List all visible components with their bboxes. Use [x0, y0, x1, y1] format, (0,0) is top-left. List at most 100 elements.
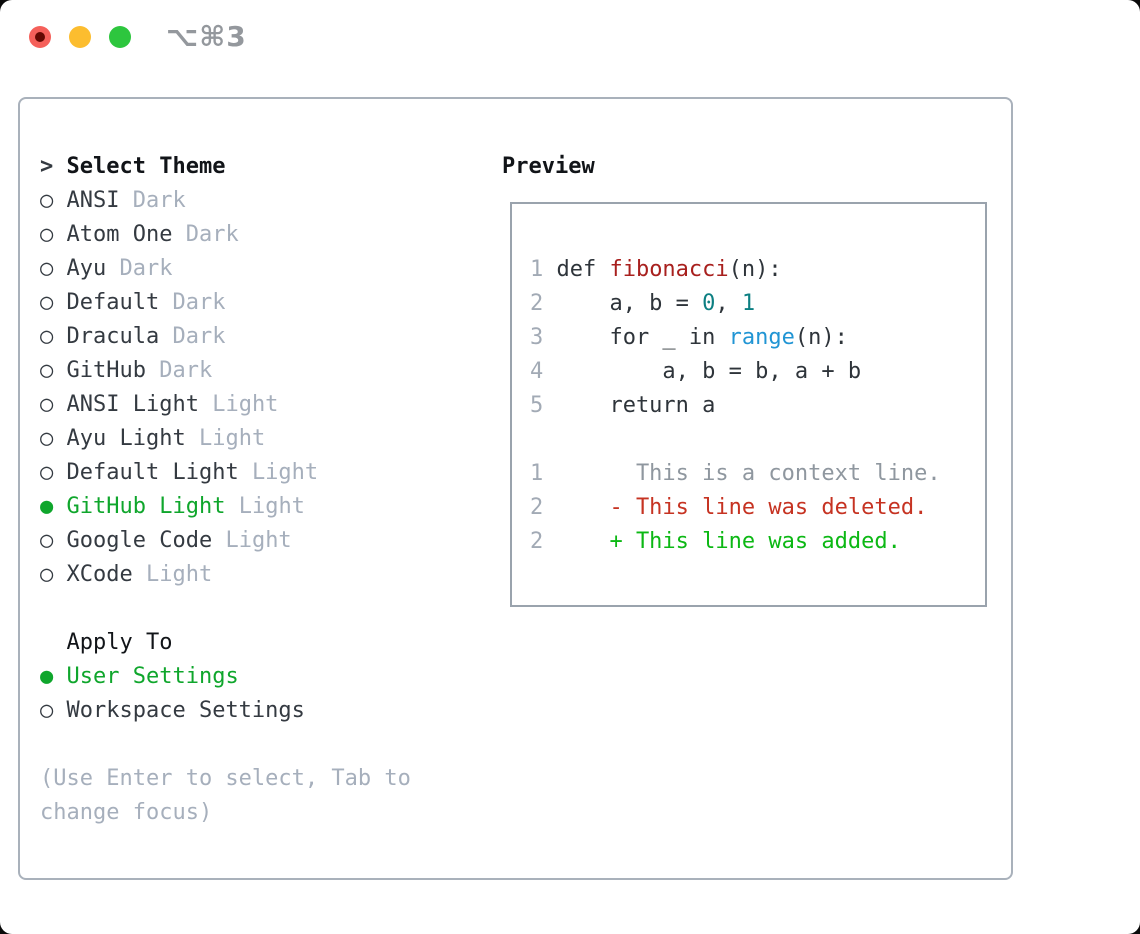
theme-variant-tag: Dark — [172, 290, 226, 315]
code-segment: a, b = — [556, 291, 703, 316]
code-line: 1 def fibonacci(n): — [530, 253, 941, 287]
code-segment: fibonacci — [609, 257, 729, 282]
theme-option-ansi-light[interactable]: ○ ANSI Light Light — [40, 388, 318, 422]
theme-option-github-light[interactable]: ● GitHub Light Light — [40, 490, 318, 524]
close-dot-icon — [35, 32, 45, 42]
code-segment: return a — [556, 393, 716, 418]
theme-variant-tag: Light — [198, 426, 266, 451]
code-line: 1 This is a context line. — [530, 457, 941, 491]
radio-icon: ○ — [40, 698, 54, 723]
theme-name: Dracula — [66, 324, 160, 349]
theme-name: GitHub Light — [66, 494, 226, 519]
radio-icon: ○ — [40, 324, 54, 349]
theme-variant-tag: Light — [212, 392, 279, 417]
code-segment: + This line was added. — [556, 529, 901, 554]
line-number: 2 — [530, 291, 544, 316]
apply-option-workspace-settings[interactable]: ○ Workspace Settings — [40, 694, 305, 728]
prompt-caret-icon: > — [40, 154, 54, 179]
radio-icon: ○ — [40, 188, 54, 213]
theme-option-xcode[interactable]: ○ XCode Light — [40, 558, 318, 592]
code-segment: 0 — [702, 291, 716, 316]
apply-to-section: Apply To ● User Settings○ Workspace Sett… — [40, 626, 305, 728]
theme-option-ayu[interactable]: ○ Ayu Dark — [40, 252, 318, 286]
apply-option-label: Workspace Settings — [66, 698, 305, 723]
theme-name: Ayu — [66, 256, 107, 281]
theme-option-default-light[interactable]: ○ Default Light Light — [40, 456, 318, 490]
theme-option-ansi[interactable]: ○ ANSI Dark — [40, 184, 318, 218]
theme-list: ○ ANSI Dark○ Atom One Dark○ Ayu Dark○ De… — [40, 184, 318, 592]
theme-name: ANSI — [66, 188, 120, 213]
radio-icon: ○ — [40, 222, 54, 247]
theme-variant-tag: Dark — [159, 358, 213, 383]
theme-option-dracula[interactable]: ○ Dracula Dark — [40, 320, 318, 354]
code-segment: (n): — [728, 257, 782, 282]
code-segment: , — [715, 291, 742, 316]
theme-name: Atom One — [66, 222, 173, 247]
theme-variant-tag: Dark — [172, 324, 226, 349]
code-segment: This is a context line. — [556, 461, 941, 486]
hint-line-2: change focus) — [40, 800, 213, 825]
radio-icon: ○ — [40, 460, 54, 485]
close-button[interactable] — [29, 26, 51, 48]
line-number: 2 — [530, 495, 544, 520]
code-line: 5 return a — [530, 389, 941, 423]
code-segment: (n): — [794, 325, 848, 350]
zoom-button[interactable] — [109, 26, 131, 48]
window-title: ⌥⌘3 — [166, 20, 247, 53]
theme-variant-tag: Light — [238, 494, 305, 519]
theme-option-google-code[interactable]: ○ Google Code Light — [40, 524, 318, 558]
selected-radio-icon: ● — [40, 664, 54, 689]
minimize-button[interactable] — [69, 26, 91, 48]
code-segment: def — [556, 257, 610, 282]
theme-name: Google Code — [66, 528, 213, 553]
line-number: 4 — [530, 359, 544, 384]
titlebar: ⌥⌘3 — [0, 0, 1140, 74]
theme-option-default[interactable]: ○ Default Dark — [40, 286, 318, 320]
line-number: 3 — [530, 325, 544, 350]
apply-option-user-settings[interactable]: ● User Settings — [40, 660, 305, 694]
theme-variant-tag: Light — [225, 528, 292, 553]
radio-icon: ○ — [40, 528, 54, 553]
line-number: 2 — [530, 529, 544, 554]
theme-name: Ayu Light — [66, 426, 186, 451]
left-column: > Select Theme ○ ANSI Dark○ Atom One Dar… — [40, 150, 318, 592]
theme-option-atom-one[interactable]: ○ Atom One Dark — [40, 218, 318, 252]
radio-icon: ○ — [40, 290, 54, 315]
code-line: 4 a, b = b, a + b — [530, 355, 941, 389]
preview-label: Preview — [502, 154, 595, 179]
theme-name: Default — [66, 290, 160, 315]
code-line: 3 for _ in range(n): — [530, 321, 941, 355]
theme-variant-tag: Dark — [132, 188, 186, 213]
code-segment: a, b = b, a + b — [556, 359, 862, 384]
radio-icon: ○ — [40, 562, 54, 587]
line-number: 1 — [530, 461, 544, 486]
theme-variant-tag: Light — [251, 460, 319, 485]
code-segment: for _ in — [556, 325, 729, 350]
apply-to-header: Apply To — [40, 626, 305, 660]
apply-option-label: User Settings — [66, 664, 239, 689]
apply-to-list: ● User Settings○ Workspace Settings — [40, 660, 305, 728]
select-theme-header: > Select Theme — [40, 150, 318, 184]
hint-section: (Use Enter to select, Tab to change focu… — [40, 762, 411, 830]
code-line: 2 a, b = 0, 1 — [530, 287, 941, 321]
theme-variant-tag: Light — [145, 562, 213, 587]
theme-option-github[interactable]: ○ GitHub Dark — [40, 354, 318, 388]
theme-variant-tag: Dark — [185, 222, 239, 247]
theme-option-ayu-light[interactable]: ○ Ayu Light Light — [40, 422, 318, 456]
selected-radio-icon: ● — [40, 494, 54, 519]
line-number: 1 — [530, 257, 544, 282]
code-segment: - This line was deleted. — [556, 495, 928, 520]
theme-name: Default Light — [66, 460, 239, 485]
code-line — [530, 423, 941, 457]
theme-name: GitHub — [66, 358, 146, 383]
code-line: 2 - This line was deleted. — [530, 491, 941, 525]
apply-to-label: Apply To — [66, 630, 173, 655]
hint-line-1: (Use Enter to select, Tab to — [40, 766, 411, 791]
radio-icon: ○ — [40, 426, 54, 451]
line-number: 5 — [530, 393, 544, 418]
select-theme-label: Select Theme — [66, 154, 226, 179]
code-segment: 1 — [741, 291, 756, 316]
